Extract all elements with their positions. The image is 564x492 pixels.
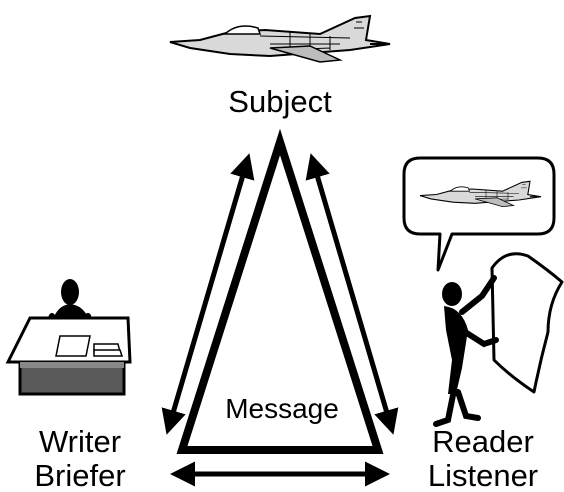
briefer-label: Briefer xyxy=(34,458,125,492)
person-with-sheet-icon xyxy=(433,252,564,427)
writer-label: Writer xyxy=(39,424,121,459)
listener-label: Listener xyxy=(428,458,538,492)
person-at-desk-icon xyxy=(5,279,132,396)
speech-bubble-jet-icon xyxy=(402,156,556,272)
subject-label: Subject xyxy=(228,84,332,119)
fighter-jet-icon xyxy=(169,15,391,63)
reader-label: Reader xyxy=(432,424,534,459)
message-label: Message xyxy=(225,393,339,424)
writer-subject-arrow xyxy=(161,153,255,435)
reader-subject-arrow xyxy=(305,153,399,435)
